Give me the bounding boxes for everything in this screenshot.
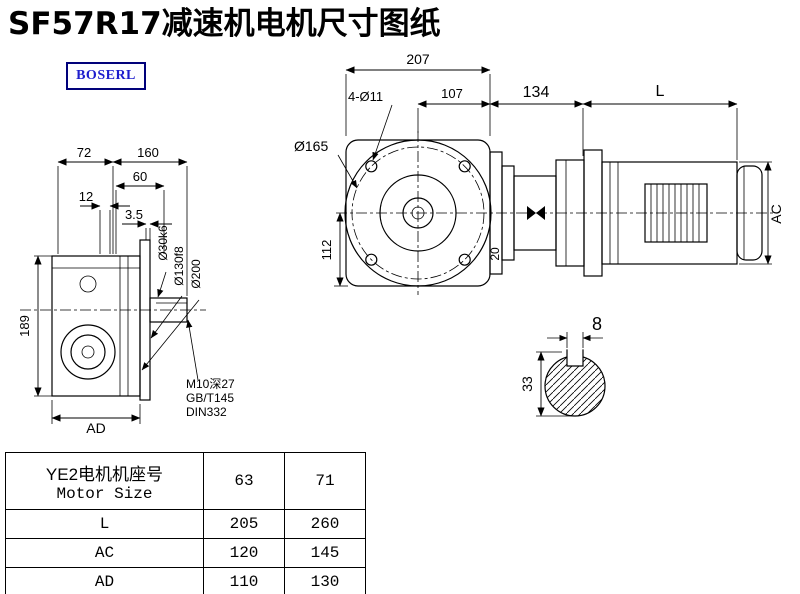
table-row: L 205 260 (5, 509, 366, 539)
table-header-row: YE2电机机座号 Motor Size 63 71 (5, 452, 366, 510)
dim-60: 60 (133, 169, 147, 184)
cell-L-63: 205 (203, 509, 285, 539)
dim-ad: AD (86, 420, 105, 436)
note-din: DIN332 (186, 405, 227, 419)
dia-bolt-circle: Ø165 (294, 138, 328, 154)
note-m10: M10深27 (186, 377, 235, 391)
table-row: AD 110 130 (5, 567, 366, 594)
header-en: Motor Size (56, 484, 153, 503)
cell-L-71: 260 (284, 509, 366, 539)
shaft-section: 8 33 (519, 314, 606, 417)
dim-207: 207 (406, 51, 430, 67)
boserl-logo-text: BOSERL (76, 68, 136, 83)
cell-AD-71: 130 (284, 567, 366, 594)
dim-3-5: 3.5 (125, 207, 143, 222)
frame-size-col-2: 71 (284, 452, 366, 510)
dim-107: 107 (441, 86, 463, 101)
dim-134: 134 (523, 84, 550, 101)
header-cn: YE2电机机座号 (45, 464, 164, 484)
cell-AC-71: 145 (284, 538, 366, 568)
dim-72: 72 (77, 145, 91, 160)
cell-AD-63: 110 (203, 567, 285, 594)
dim-189: 189 (17, 315, 32, 337)
page-title: SF57R17减速机电机尺寸图纸 (8, 6, 441, 42)
dia-flange: Ø200 (189, 259, 203, 289)
row-label-AD: AD (5, 567, 204, 594)
boserl-logo: BOSERL (66, 62, 146, 90)
dim-L: L (656, 83, 665, 100)
motor-size-table: YE2电机机座号 Motor Size 63 71 L 205 260 AC 1… (5, 452, 366, 594)
row-label-L: L (5, 509, 204, 539)
dim-160: 160 (137, 145, 159, 160)
dia-spigot: Ø130f8 (172, 246, 186, 286)
dim-12: 12 (79, 189, 93, 204)
dim-33: 33 (519, 376, 535, 392)
side-view: 207 4-Ø11 107 134 L Ø165 112 20 AC (294, 51, 784, 295)
dim-8: 8 (592, 314, 602, 334)
motor-size-header-cell: YE2电机机座号 Motor Size (5, 452, 204, 510)
holes-label: 4-Ø11 (348, 89, 383, 104)
dim-20: 20 (488, 247, 502, 261)
note-gb: GB/T145 (186, 391, 234, 405)
front-view: 72 160 60 12 3.5 189 AD Ø30k6 Ø130f8 Ø20… (17, 145, 235, 436)
dim-ac: AC (768, 204, 784, 223)
row-label-AC: AC (5, 538, 204, 568)
table-row: AC 120 145 (5, 538, 366, 568)
cell-AC-63: 120 (203, 538, 285, 568)
dia-shaft: Ø30k6 (156, 225, 170, 261)
dim-112: 112 (319, 240, 334, 261)
frame-size-col-1: 63 (203, 452, 285, 510)
